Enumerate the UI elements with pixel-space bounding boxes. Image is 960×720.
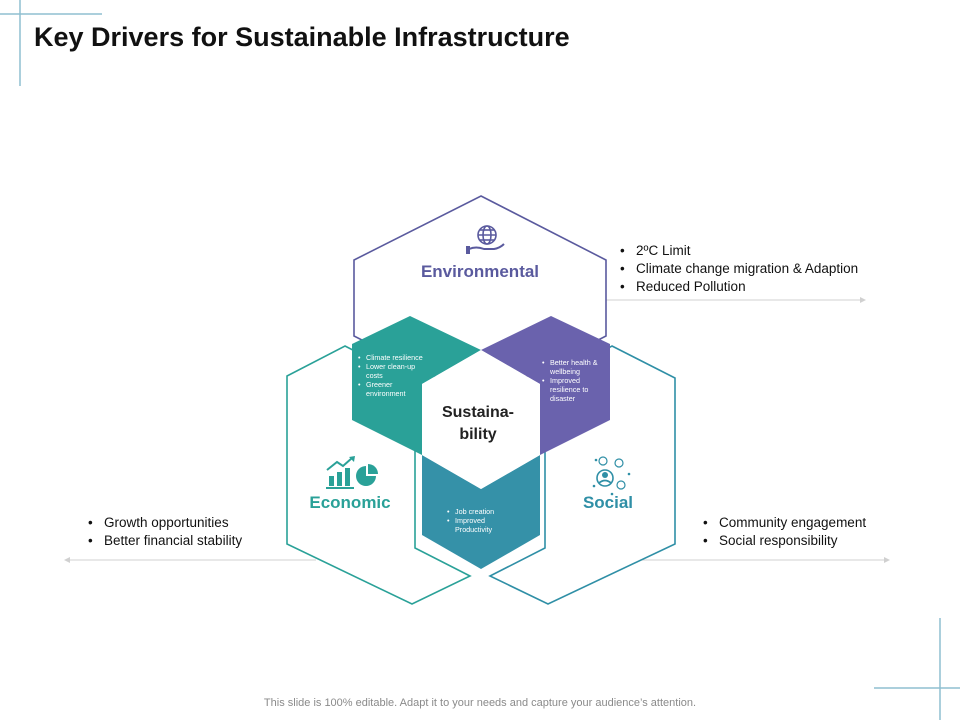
list-item: Lower clean-up costs bbox=[357, 362, 429, 380]
footer-note: This slide is 100% editable. Adapt it to… bbox=[263, 697, 697, 709]
connector-arrow-economic bbox=[64, 557, 316, 563]
page-title: Key Drivers for Sustainable Infrastructu… bbox=[34, 22, 570, 52]
overlap-environmental-economic-list: Climate resilience Lower clean-up costs … bbox=[357, 353, 429, 398]
list-item: Climate change migration & Adaption bbox=[618, 260, 858, 278]
list-item: Greener environment bbox=[357, 380, 429, 398]
social-label: Social bbox=[582, 493, 634, 512]
globe-hand-icon bbox=[466, 225, 505, 254]
list-item: Community engagement bbox=[701, 514, 866, 532]
list-item: Improved Productivity bbox=[446, 516, 516, 534]
list-item: Better health & wellbeing bbox=[541, 358, 609, 376]
list-item: 2ºC Limit bbox=[618, 242, 858, 260]
social-bullets: Community engagement Social responsibili… bbox=[701, 514, 866, 550]
list-item: Better financial stability bbox=[86, 532, 242, 550]
overlap-environmental-social-list: Better health & wellbeing Improved resil… bbox=[541, 358, 609, 403]
center-label: Sustaina- bility bbox=[422, 402, 534, 446]
list-item: Climate resilience bbox=[357, 353, 429, 362]
corner-decoration-bottom-right bbox=[874, 618, 960, 720]
list-item: Growth opportunities bbox=[86, 514, 242, 532]
environmental-label: Environmental bbox=[420, 262, 540, 281]
center-label-line2: bility bbox=[459, 426, 497, 443]
environmental-bullets: 2ºC Limit Climate change migration & Ada… bbox=[618, 242, 858, 296]
overlap-economic-social-list: Job creation Improved Productivity bbox=[446, 507, 516, 534]
people-network-icon bbox=[592, 456, 631, 496]
corner-decoration-top-left bbox=[0, 0, 102, 86]
list-item: Reduced Pollution bbox=[618, 278, 858, 296]
connector-arrow-environmental bbox=[606, 297, 866, 303]
connector-arrow-social bbox=[640, 557, 890, 563]
economic-label: Economic bbox=[309, 493, 391, 512]
center-hexagon bbox=[422, 350, 540, 489]
list-item: Improved resilience to disaster bbox=[541, 376, 609, 403]
center-label-line1: Sustaina- bbox=[441, 404, 514, 421]
list-item: Job creation bbox=[446, 507, 516, 516]
chart-growth-icon bbox=[326, 456, 378, 489]
list-item: Social responsibility bbox=[701, 532, 866, 550]
economic-bullets: Growth opportunities Better financial st… bbox=[86, 514, 242, 550]
